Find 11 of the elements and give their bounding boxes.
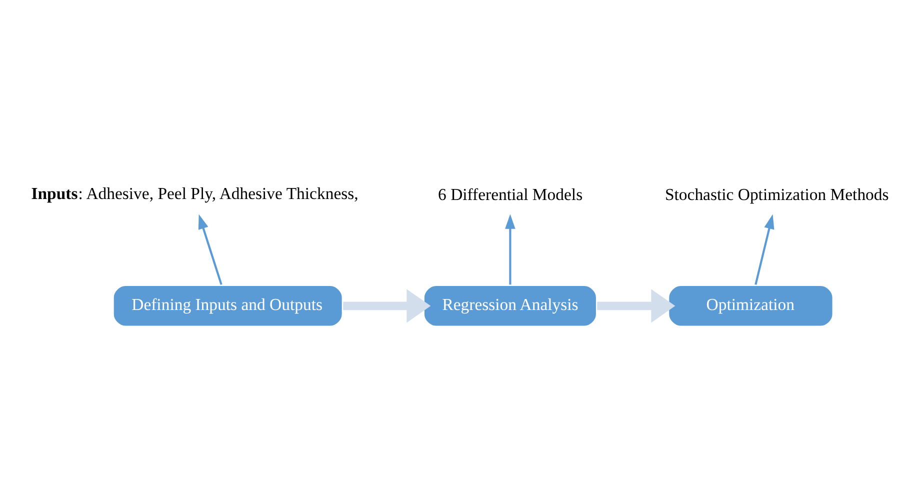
- arrow: [597, 289, 676, 323]
- arrow: [198, 214, 222, 285]
- arrow: [343, 289, 431, 323]
- node-text: Stochastic Optimization Methods: [664, 185, 889, 204]
- node-box: Defining Inputs and Outputs: [112, 284, 344, 328]
- node-box: Optimization: [667, 284, 834, 328]
- arrow: [754, 214, 774, 285]
- node-text: Inputs: Adhesive, Peel Ply, Adhesive Thickness,: [31, 184, 358, 204]
- arrow: [505, 214, 516, 285]
- node-text: 6 Differential Models: [438, 185, 583, 204]
- node-box: Regression Analysis: [422, 284, 598, 328]
